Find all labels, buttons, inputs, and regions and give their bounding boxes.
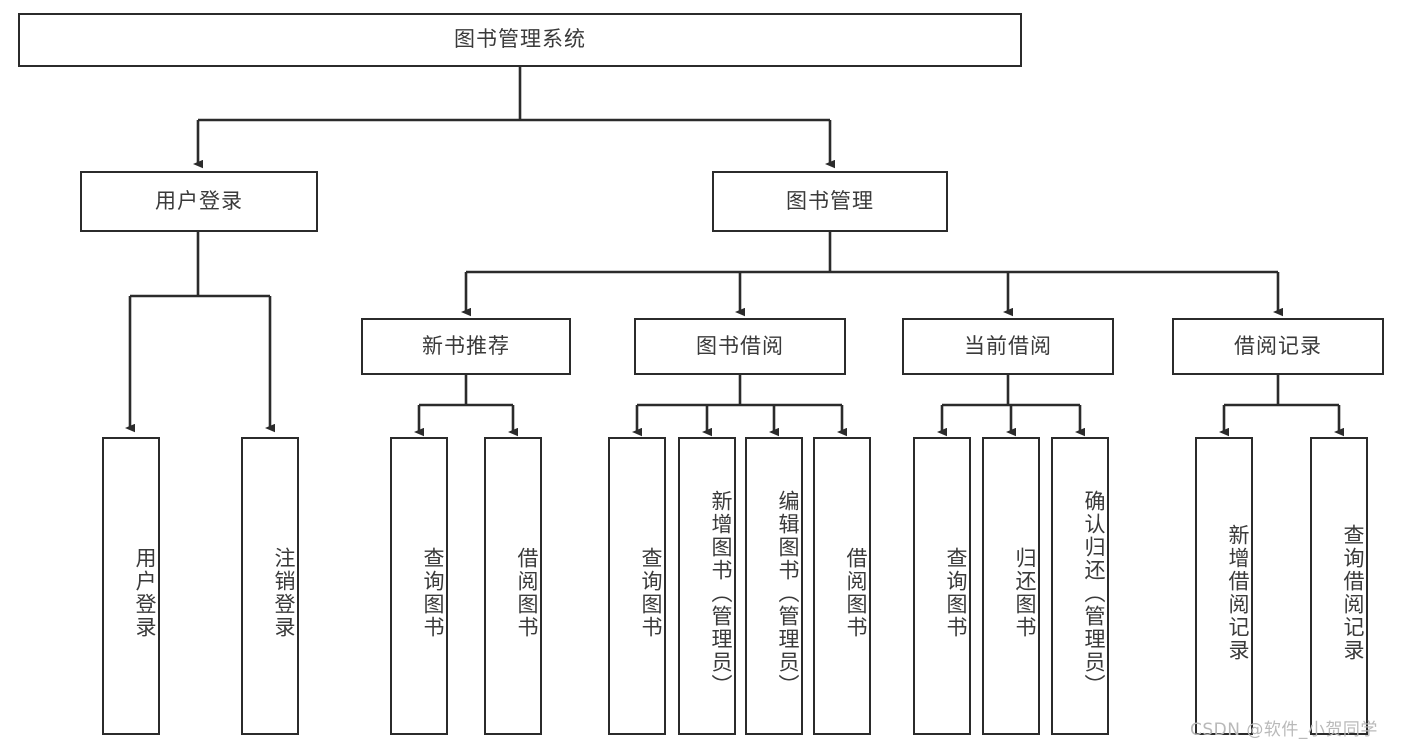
node-current-borrow[interactable]: 当前借阅	[902, 318, 1114, 375]
leaf-add-book[interactable]: 新增图书（管理员）	[678, 437, 736, 735]
leaf-label: 借阅图书	[844, 547, 868, 639]
leaf-label: 新增借阅记录	[1226, 524, 1250, 662]
leaf-borrow-book-2[interactable]: 借阅图书	[813, 437, 871, 735]
leaf-label: 查询图书	[639, 547, 663, 639]
leaf-logout-login[interactable]: 注销登录	[241, 437, 299, 735]
leaf-label: 用户登录	[133, 547, 157, 639]
leaf-label: 查询借阅记录	[1341, 524, 1365, 662]
leaf-query-book-3[interactable]: 查询图书	[913, 437, 971, 735]
leaf-return-book[interactable]: 归还图书	[982, 437, 1040, 735]
leaf-label: 注销登录	[272, 547, 296, 639]
leaf-add-record[interactable]: 新增借阅记录	[1195, 437, 1253, 735]
leaf-label: 借阅图书	[515, 547, 539, 639]
leaf-confirm-return[interactable]: 确认归还（管理员）	[1051, 437, 1109, 735]
node-borrow-record[interactable]: 借阅记录	[1172, 318, 1384, 375]
node-book-management[interactable]: 图书管理	[712, 171, 948, 232]
node-book-borrow[interactable]: 图书借阅	[634, 318, 846, 375]
leaf-label: 归还图书	[1013, 547, 1037, 639]
node-root-system[interactable]: 图书管理系统	[18, 13, 1022, 67]
leaf-label: 编辑图书（管理员）	[776, 489, 800, 697]
csdn-watermark: CSDN @软件_小贺同学	[1190, 720, 1378, 740]
leaf-edit-book[interactable]: 编辑图书（管理员）	[745, 437, 803, 735]
leaf-label: 新增图书（管理员）	[709, 489, 733, 697]
leaf-query-book-2[interactable]: 查询图书	[608, 437, 666, 735]
leaf-query-book-1[interactable]: 查询图书	[390, 437, 448, 735]
leaf-label: 查询图书	[421, 547, 445, 639]
node-new-book-recommend[interactable]: 新书推荐	[361, 318, 571, 375]
leaf-user-login[interactable]: 用户登录	[102, 437, 160, 735]
leaf-borrow-book-1[interactable]: 借阅图书	[484, 437, 542, 735]
leaf-query-record[interactable]: 查询借阅记录	[1310, 437, 1368, 735]
leaf-label: 确认归还（管理员）	[1082, 489, 1106, 697]
node-user-login[interactable]: 用户登录	[80, 171, 318, 232]
leaf-label: 查询图书	[944, 547, 968, 639]
